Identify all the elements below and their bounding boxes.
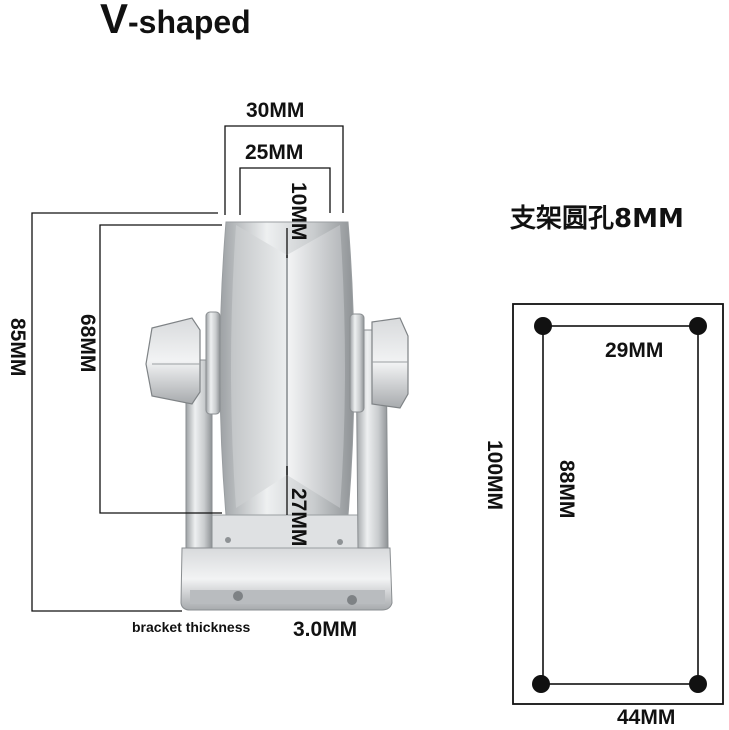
- total-height-label: 85MM: [6, 318, 29, 377]
- hole-spacing-width-label: 29MM: [605, 339, 664, 362]
- axle-assembly: [145, 311, 409, 415]
- title-rest: -shaped: [128, 4, 251, 40]
- plate-length-label: 100MM: [483, 440, 506, 511]
- groove-width-label: 25MM: [245, 141, 304, 164]
- mounting-hole: [532, 675, 550, 693]
- wheel-diameter-label: 68MM: [76, 314, 99, 373]
- title-prefix: V: [100, 0, 129, 42]
- wheel-width-label: 30MM: [246, 99, 305, 122]
- axle-height-label: 27MM: [287, 488, 310, 547]
- v-groove-wheel: [219, 221, 355, 516]
- bracket-thickness-value: 3.0MM: [293, 618, 358, 641]
- mounting-hole: [689, 675, 707, 693]
- groove-depth-label: 10MM: [287, 182, 310, 241]
- dimension-lines: [31, 125, 344, 612]
- hole-spacing-length-label: 88MM: [555, 460, 578, 519]
- mounting-hole: [689, 317, 707, 335]
- mounting-hole: [534, 317, 552, 335]
- bracket-thickness-label: bracket thickness: [132, 619, 251, 635]
- hole-size-note: 支架圆孔8MM: [510, 204, 684, 234]
- plate-width-label: 44MM: [617, 706, 676, 729]
- page-title: V-shaped: [100, 0, 251, 41]
- base-plate-diagram: [512, 303, 724, 705]
